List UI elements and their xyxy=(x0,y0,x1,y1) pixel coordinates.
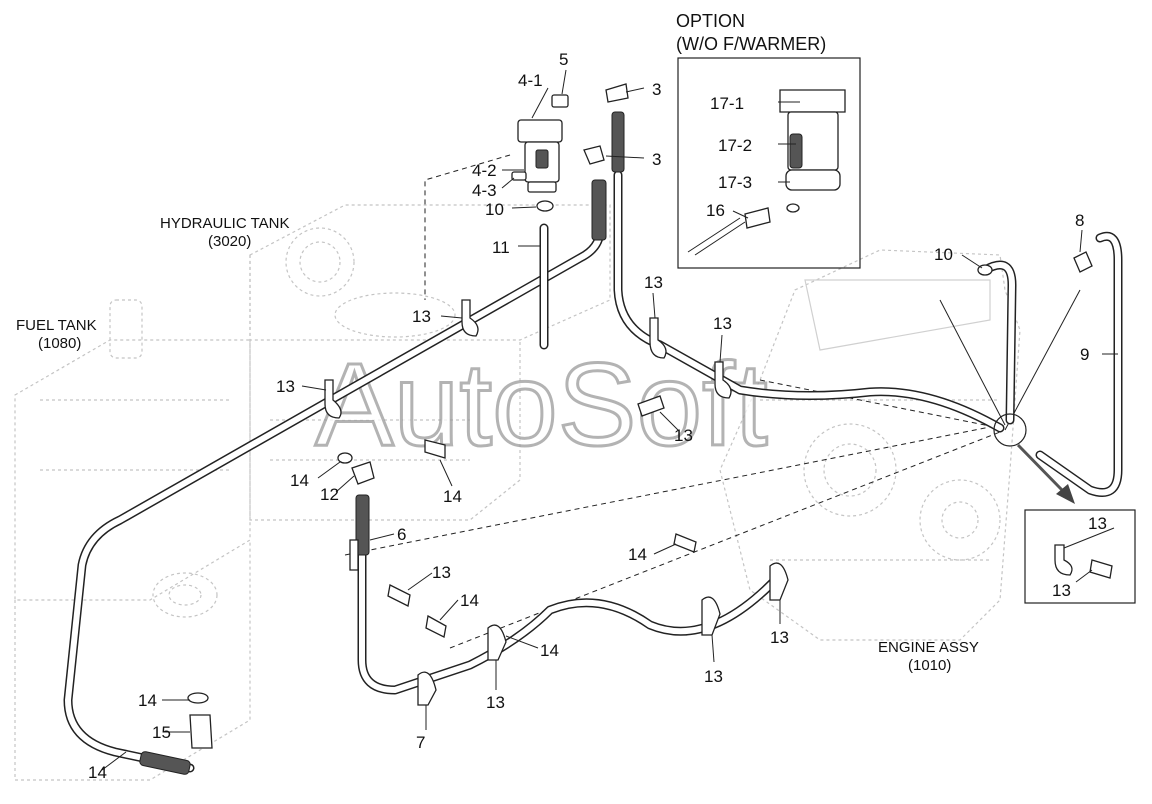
callout-label: 12 xyxy=(320,485,339,504)
callout-label: 13 xyxy=(276,377,295,396)
callout-label: 14 xyxy=(628,545,647,564)
braided-hose-sections xyxy=(139,111,625,775)
callout-label: 14 xyxy=(138,691,157,710)
hydraulic-tank-name: HYDRAULIC TANK xyxy=(160,215,289,232)
callout-label: 10 xyxy=(934,245,953,264)
callout-label: 9 xyxy=(1080,345,1089,364)
callout-label: 14 xyxy=(443,487,462,506)
callout-label: 14 xyxy=(290,471,309,490)
callout-label: 8 xyxy=(1075,211,1084,230)
option-box: OPTION (W/O F/WARMER) xyxy=(676,11,861,269)
pipes xyxy=(63,170,1123,773)
watermark: AutoSoft xyxy=(315,339,768,471)
callout-label: 14 xyxy=(540,641,559,660)
callout-label: 4-3 xyxy=(472,181,497,200)
pipe-9 xyxy=(1035,231,1123,497)
callout-label: 3 xyxy=(652,150,661,169)
callout-label: 17-3 xyxy=(718,173,752,192)
part-callouts: 4-1 5 3 3 4-2 4-3 10 11 17-1 17-2 17-3 1… xyxy=(88,50,1107,782)
callout-label: 17-2 xyxy=(718,136,752,155)
callout-label: 14 xyxy=(460,591,479,610)
callout-label: 11 xyxy=(492,238,510,257)
hydraulic-tank-outline xyxy=(249,204,611,521)
callout-label: 13 xyxy=(1052,581,1071,600)
callout-label: 13 xyxy=(1088,514,1107,533)
option-subtitle: (W/O F/WARMER) xyxy=(676,34,826,54)
fittings xyxy=(187,251,1093,749)
assembly-captions: HYDRAULIC TANK (3020) FUEL TANK (1080) E… xyxy=(16,215,979,674)
callout-label: 13 xyxy=(412,307,431,326)
callout-label: 13 xyxy=(770,628,789,647)
callout-label: 3 xyxy=(652,80,661,99)
engine-outline xyxy=(719,249,1021,641)
callout-label: 15 xyxy=(152,723,171,742)
callout-label: 13 xyxy=(704,667,723,686)
fuel-tank-outline xyxy=(14,299,251,781)
engine-assy-name: ENGINE ASSY xyxy=(878,639,979,656)
callout-label: 13 xyxy=(644,273,663,292)
detail-callout xyxy=(993,413,1075,504)
callout-label: 5 xyxy=(559,50,568,69)
clamps xyxy=(324,299,789,706)
callout-label: 10 xyxy=(485,200,504,219)
callout-label: 13 xyxy=(713,314,732,333)
detail-box xyxy=(1024,509,1136,604)
callout-label: 13 xyxy=(674,426,693,445)
callout-label: 16 xyxy=(706,201,725,220)
bolts xyxy=(387,395,1113,638)
option-title: OPTION xyxy=(676,11,745,31)
leader-lines xyxy=(101,69,1118,771)
callout-label: 4-1 xyxy=(518,71,543,90)
callout-label: 13 xyxy=(486,693,505,712)
callout-label: 4-2 xyxy=(472,161,497,180)
callout-label: 17-1 xyxy=(710,94,744,113)
hydraulic-tank-code: (3020) xyxy=(208,233,251,250)
callout-label: 14 xyxy=(88,763,107,782)
callout-label: 7 xyxy=(416,733,425,752)
engine-assy-code: (1010) xyxy=(908,657,951,674)
fuel-filter-assembly xyxy=(511,83,629,212)
callout-label: 13 xyxy=(432,563,451,582)
fuel-tank-code: (1080) xyxy=(38,335,81,352)
fuel-tank-name: FUEL TANK xyxy=(16,317,97,334)
dashed-reference-lines xyxy=(344,154,1081,649)
callout-label: 6 xyxy=(397,525,406,544)
